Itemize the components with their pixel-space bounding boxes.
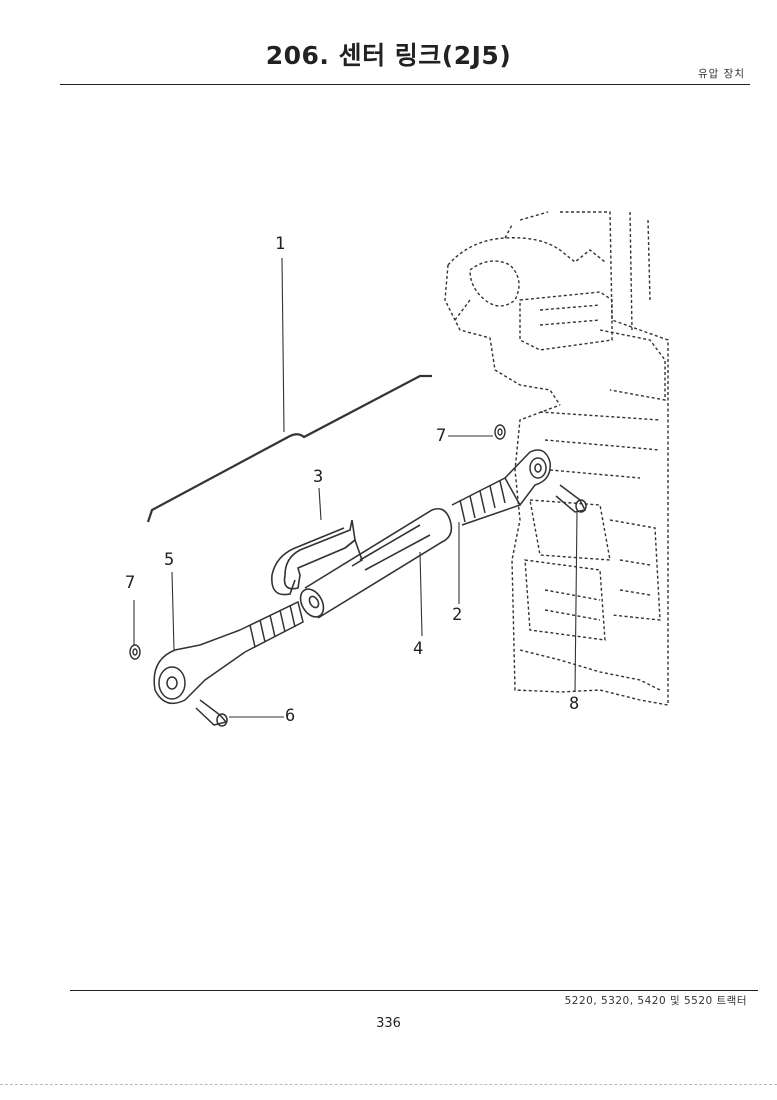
wire-rod <box>146 374 432 523</box>
retaining-clip <box>271 519 356 596</box>
callout-7-right: 7 <box>436 426 446 446</box>
callout-3: 3 <box>313 467 323 487</box>
footer-rule <box>70 990 758 991</box>
model-label: 5220, 5320, 5420 및 5520 트랙터 <box>564 995 747 1007</box>
pin-right <box>555 484 587 513</box>
callout-4: 4 <box>413 639 423 659</box>
nut-left <box>129 644 141 660</box>
page-number: 336 <box>376 1016 401 1031</box>
pin-left <box>195 699 228 727</box>
nut-right <box>494 424 506 440</box>
threaded-rod-end-left <box>153 600 304 705</box>
callout-7-left: 7 <box>125 573 135 593</box>
scan-edge <box>0 1084 777 1085</box>
turnbuckle-body <box>299 507 453 619</box>
callout-8: 8 <box>569 694 579 714</box>
callout-2: 2 <box>452 605 462 625</box>
section-label: 유압 장치 <box>698 68 745 80</box>
callout-6: 6 <box>285 706 295 726</box>
header-rule <box>60 84 750 85</box>
callout-1: 1 <box>275 234 285 254</box>
tractor-housing <box>444 211 669 706</box>
threaded-rod-end-right <box>451 449 551 526</box>
leader-lines <box>133 257 578 718</box>
page-title: 206. 센터 링크(2J5) <box>265 41 512 70</box>
callout-5: 5 <box>164 550 174 570</box>
